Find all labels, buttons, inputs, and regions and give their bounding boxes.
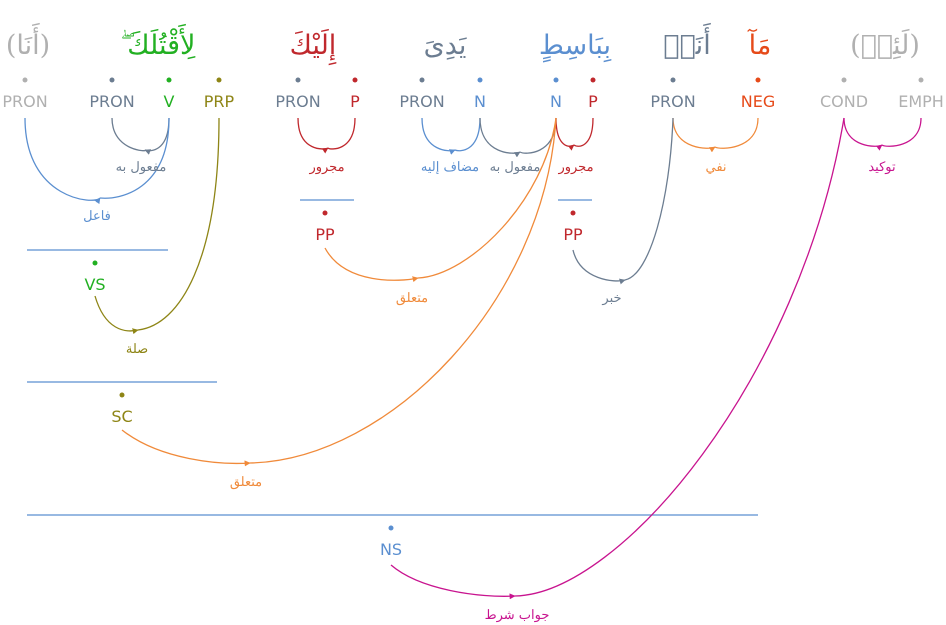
arc-khabar <box>572 249 626 285</box>
arc-sila-2 <box>137 117 220 331</box>
relation-label: مضاف إليه <box>421 160 479 175</box>
phrase-dot <box>322 210 328 216</box>
arc-mutaallaq-2b <box>249 117 557 464</box>
relation-label: مجرور <box>308 160 344 175</box>
tag-dot <box>590 77 596 83</box>
word-ana: أَنَا۠ <box>663 22 711 61</box>
word-ana-hidden: (أَنَا) <box>6 22 50 61</box>
word-liaqtulaka: لِأَقْتُلَكَ ۖ <box>121 23 196 61</box>
tag-dot <box>553 77 559 83</box>
relation-label: توكيد <box>868 160 896 175</box>
arc-jawab-shart-2 <box>514 117 845 597</box>
pos-tag: PRP <box>204 92 235 111</box>
phrase-tag-pp: PP <box>315 225 335 244</box>
pos-tag: PRON <box>275 92 320 111</box>
pos-tag: PRON <box>2 92 47 111</box>
pos-tag: PRON <box>89 92 134 111</box>
relation-label: متعلق <box>396 291 428 306</box>
tag-dot <box>755 77 761 83</box>
relation-label: صلة <box>126 342 148 357</box>
arc-mutaallaq-2 <box>121 429 251 467</box>
tag-dot <box>670 77 676 83</box>
tag-dot <box>166 77 172 83</box>
pos-tag: PRON <box>399 92 444 111</box>
tag-dot <box>109 77 115 83</box>
arc-jawab-shart <box>390 564 516 600</box>
tag-dot <box>419 77 425 83</box>
arc-fail <box>24 117 101 205</box>
relation-label: جواب شرط <box>485 608 550 623</box>
tag-dot <box>918 77 924 83</box>
arc-tawkid <box>843 117 883 151</box>
relation-label: مفعول به <box>490 160 541 175</box>
tag-dot <box>352 77 358 83</box>
arc-mudaf-ilayh <box>421 117 456 155</box>
arc-mudaf-ilayh-2 <box>454 117 481 152</box>
phrase-dot <box>119 392 125 398</box>
arc-nafy <box>672 117 716 153</box>
word-bibasitin: بِبَاسِطٍ <box>539 30 612 63</box>
arc-tawkid-2 <box>881 117 922 147</box>
tag-dot <box>216 77 222 83</box>
word-lain: (لَئِنۢ) <box>850 28 920 61</box>
arc-maful-bih-b2 <box>519 117 557 154</box>
relation-label: مفعول به <box>116 160 167 175</box>
tag-dot <box>477 77 483 83</box>
phrase-tag-pp: PP <box>563 225 583 244</box>
relation-label: نفي <box>705 160 726 175</box>
arc-majrur-1 <box>297 117 329 154</box>
arc-maful-bih <box>111 117 152 155</box>
arc-khabar-2 <box>624 117 674 281</box>
arc-maful-bih-2 <box>144 117 170 152</box>
phrase-dot <box>570 210 576 216</box>
tag-dot <box>841 77 847 83</box>
relation-label: خبر <box>601 291 621 306</box>
relation-label: متعلق <box>230 475 262 490</box>
arc-majrur-2b <box>573 117 594 147</box>
arc-mutaallaq-1b <box>417 117 557 279</box>
arc-majrur-1b <box>327 117 356 150</box>
arc-mutaallaq-1 <box>324 247 419 283</box>
pos-tag: PRON <box>650 92 695 111</box>
phrase-dot <box>92 260 98 266</box>
arc-nafy-2 <box>714 117 759 149</box>
pos-tag: N <box>550 92 562 111</box>
pos-tag: P <box>350 92 360 111</box>
word-maa: مَآ <box>748 28 772 61</box>
relation-label: مجرور <box>557 160 593 175</box>
phrase-tag-sc: SC <box>111 407 132 426</box>
pos-tag: P <box>588 92 598 111</box>
phrase-dot <box>388 525 394 531</box>
pos-tag: COND <box>820 92 868 111</box>
pos-tag: N <box>474 92 486 111</box>
arc-fail-2 <box>99 117 170 199</box>
arc-majrur-2 <box>555 117 575 151</box>
tag-dot <box>22 77 28 83</box>
phrase-tag-vs: VS <box>84 275 105 294</box>
arc-maful-bih-b <box>479 117 521 158</box>
relation-label: فاعل <box>83 209 111 224</box>
word-yadiya: يَدِىَ <box>424 30 467 61</box>
phrase-tag-ns: NS <box>380 540 402 559</box>
pos-tag: EMPH <box>898 92 944 111</box>
pos-tag: NEG <box>741 92 775 111</box>
arc-sila <box>94 295 139 335</box>
pos-tag: V <box>164 92 175 111</box>
tag-dot <box>295 77 301 83</box>
word-ilayka: إِلَيْكَ <box>290 28 337 65</box>
